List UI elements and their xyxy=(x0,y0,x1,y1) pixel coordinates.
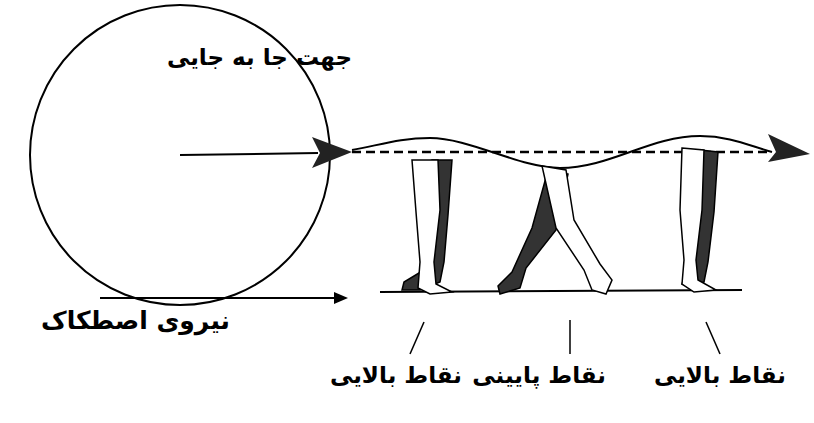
force-label: نیروی اصطکاک xyxy=(41,306,230,336)
leader-line xyxy=(569,320,571,354)
arrow-head xyxy=(312,137,352,168)
direction-label: جهت جا به جایی xyxy=(167,44,352,72)
arrow-head xyxy=(768,134,810,162)
points-label: نقاط بالایی xyxy=(330,362,462,390)
points-label: نقاط بالایی xyxy=(654,362,786,390)
arrow-head xyxy=(334,292,348,304)
leader-line xyxy=(410,322,424,354)
legs-figure xyxy=(680,148,718,292)
leader-line xyxy=(706,322,720,354)
legs-figure xyxy=(498,166,612,294)
legs-figure xyxy=(402,160,452,294)
points-label: نقاط پایینی xyxy=(472,362,606,390)
displacement-arrow xyxy=(180,153,318,155)
friction-arrow xyxy=(100,297,338,299)
